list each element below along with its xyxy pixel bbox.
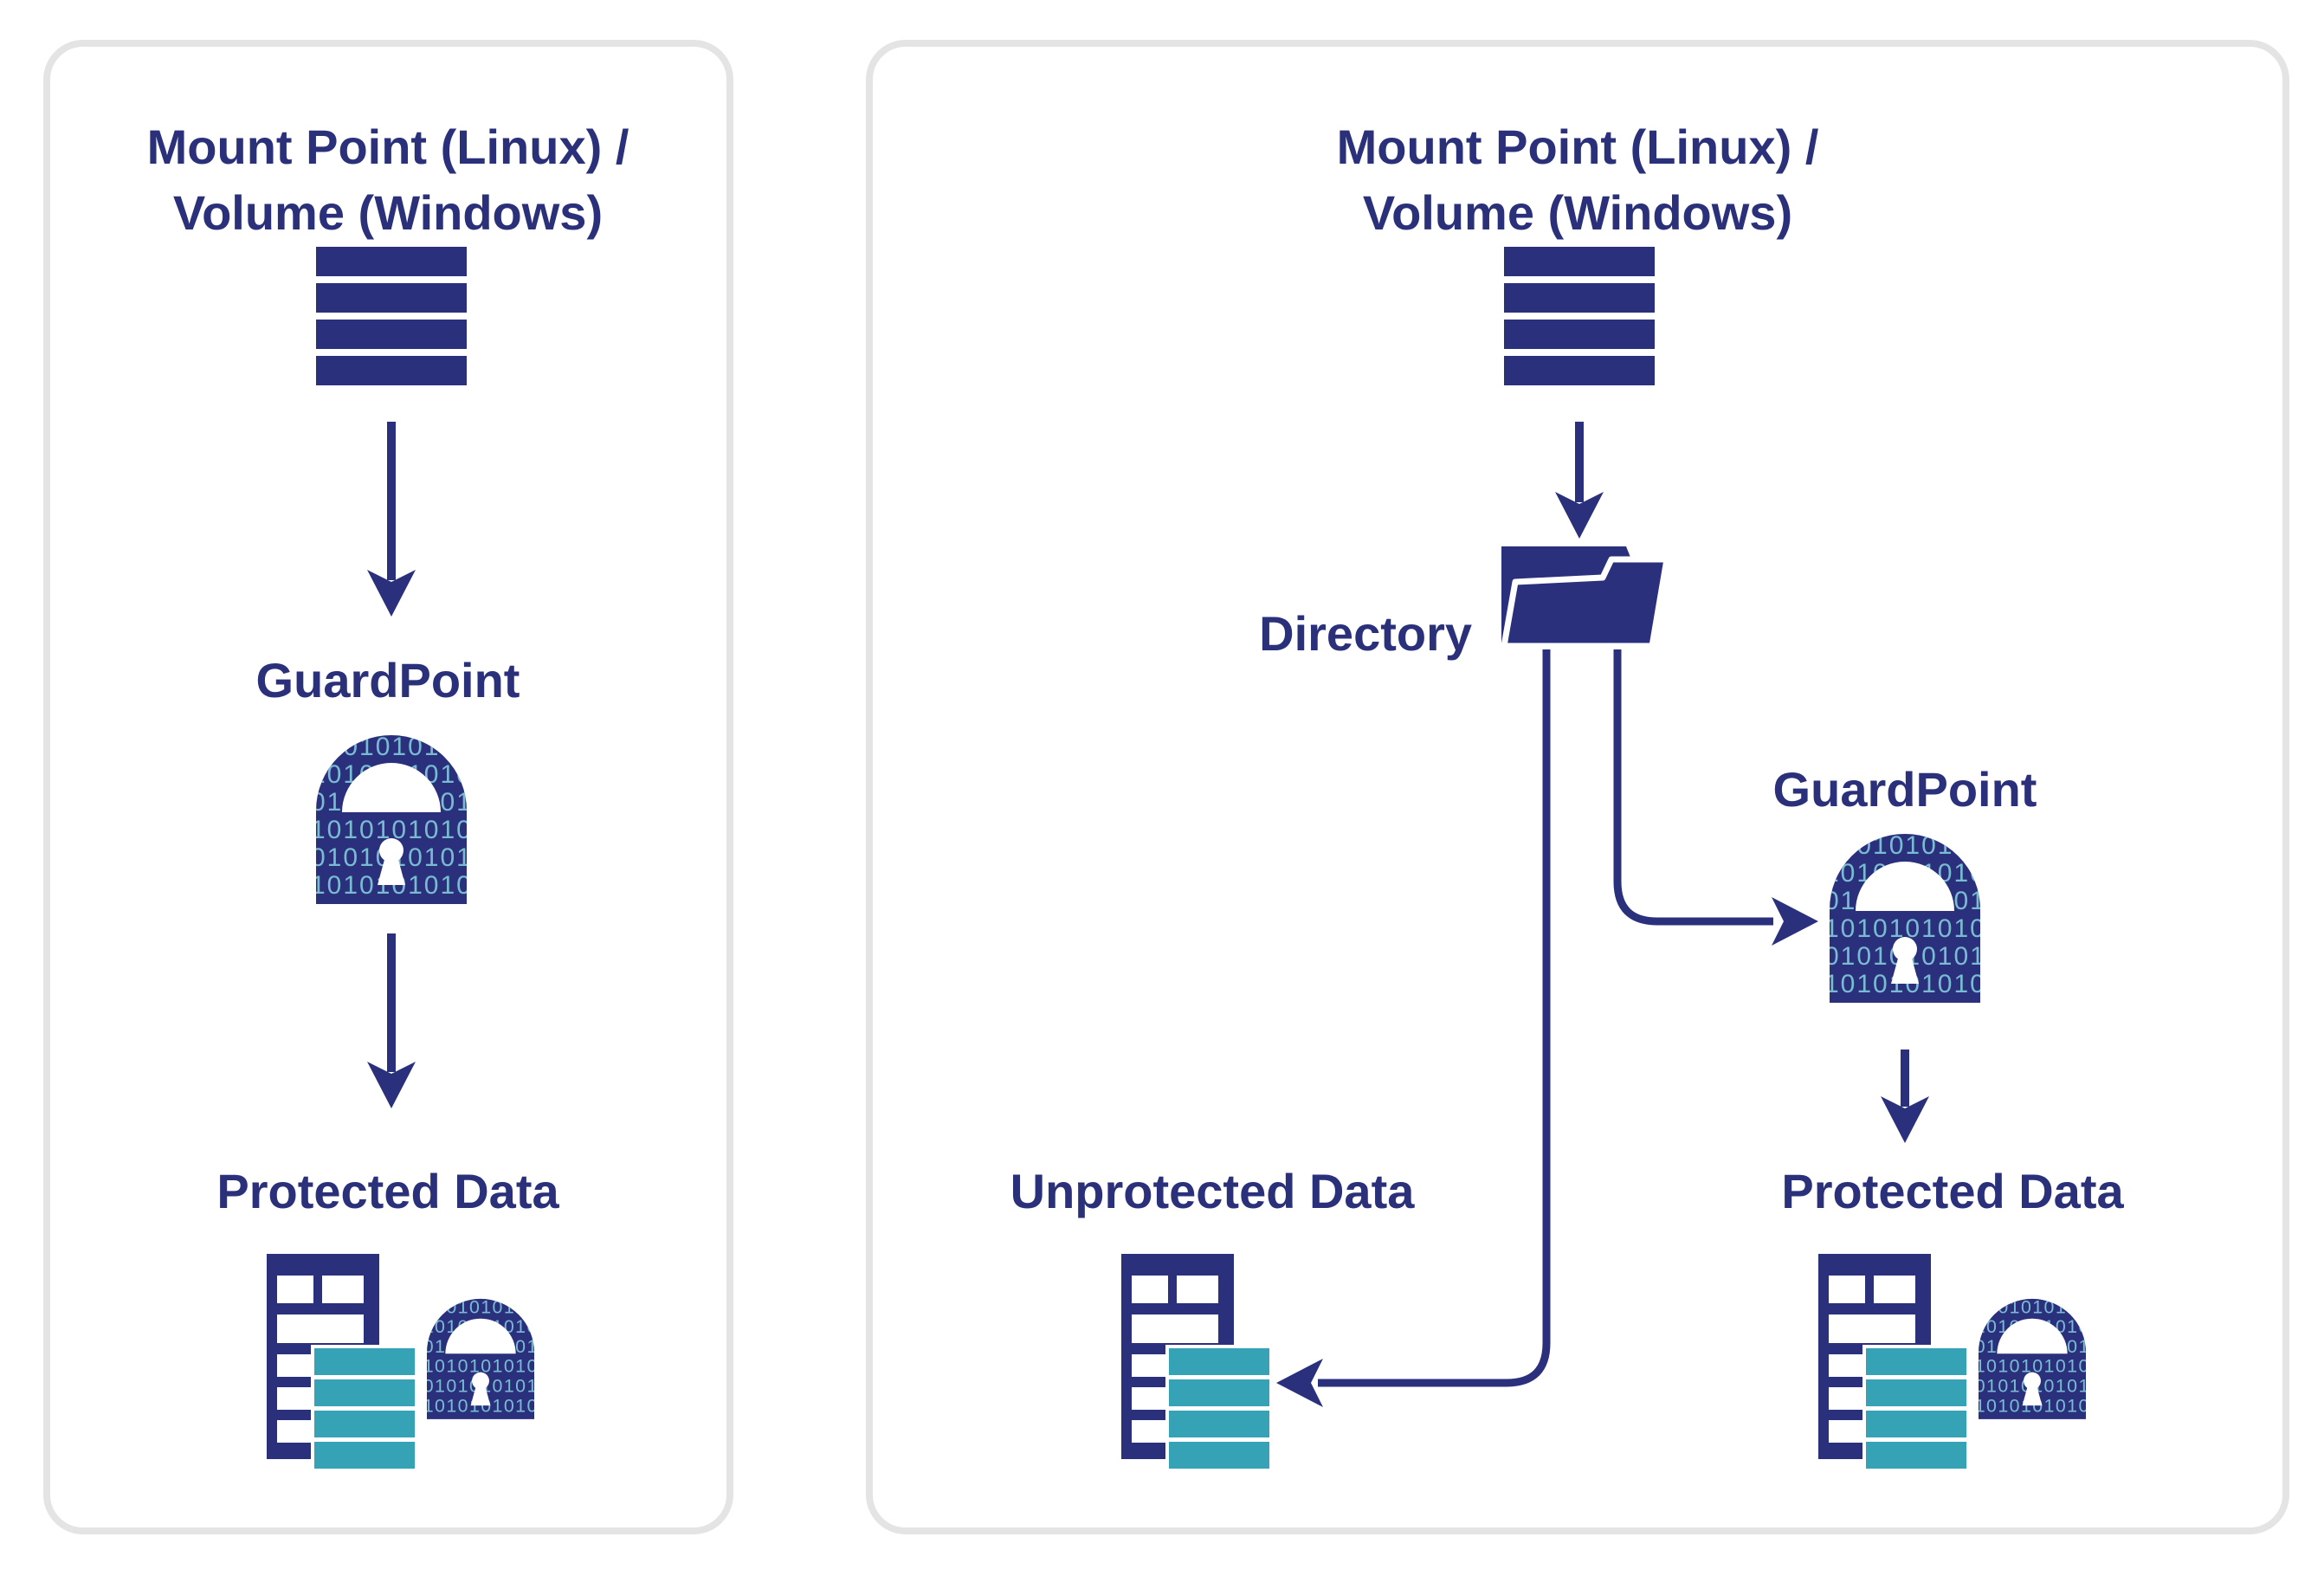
- guardpoint-label: GuardPoint: [1772, 762, 2037, 817]
- directory-folder-icon: [1498, 541, 1671, 652]
- file-cell: [1132, 1314, 1218, 1343]
- left-panel-title: Mount Point (Linux) / Volume (Windows): [147, 114, 629, 246]
- title-line1: Mount Point (Linux) /: [1336, 119, 1819, 174]
- file-cell: [1132, 1276, 1168, 1303]
- disk-bar: [316, 320, 467, 349]
- disk-bar: [1504, 247, 1655, 276]
- protected-data-label: Protected Data: [1781, 1164, 2124, 1218]
- stack-bar: [1169, 1348, 1269, 1375]
- small-lock-icon: [427, 1298, 534, 1419]
- file-cell: [1177, 1276, 1218, 1303]
- directory-label: Directory: [1259, 606, 1472, 661]
- guardpoint-lock-icon: [1830, 833, 1980, 1003]
- disk-bar: [316, 247, 467, 276]
- stack-bar: [314, 1442, 415, 1469]
- data-stack-icon: [311, 1345, 418, 1472]
- title-line2: Volume (Windows): [172, 185, 604, 240]
- stack-bar: [314, 1379, 415, 1406]
- storage-volume-icon: [1504, 247, 1655, 385]
- stack-bar: [314, 1348, 415, 1375]
- stack-bar: [1866, 1442, 1966, 1469]
- title-line2: Volume (Windows): [1362, 185, 1793, 240]
- stack-bar: [1169, 1411, 1269, 1437]
- disk-bar: [1504, 283, 1655, 313]
- file-cell: [1829, 1314, 1915, 1343]
- guardpoint-label: GuardPoint: [255, 653, 520, 707]
- storage-volume-icon: [316, 247, 467, 385]
- stack-bar: [1169, 1442, 1269, 1469]
- small-lock-icon: [1979, 1298, 2086, 1419]
- disk-bar: [316, 356, 467, 385]
- disk-bar: [1504, 320, 1655, 349]
- title-line1: Mount Point (Linux) /: [146, 119, 629, 174]
- stack-bar: [1866, 1379, 1966, 1406]
- data-stack-icon: [1165, 1345, 1273, 1472]
- stack-bar: [314, 1411, 415, 1437]
- file-cell: [1874, 1276, 1915, 1303]
- data-stack-icon: [1862, 1345, 1970, 1472]
- file-cell: [322, 1276, 364, 1303]
- right-panel-title: Mount Point (Linux) / Volume (Windows): [1337, 114, 1819, 246]
- disk-bar: [1504, 356, 1655, 385]
- file-cell: [1829, 1276, 1865, 1303]
- guardpoint-lock-icon: [316, 734, 467, 904]
- stack-bar: [1866, 1348, 1966, 1375]
- disk-bar: [316, 283, 467, 313]
- file-cell: [277, 1276, 313, 1303]
- file-cell: [277, 1314, 364, 1343]
- stack-bar: [1866, 1411, 1966, 1437]
- unprotected-data-label: Unprotected Data: [1010, 1164, 1415, 1218]
- stack-bar: [1169, 1379, 1269, 1406]
- protected-data-label: Protected Data: [216, 1164, 559, 1218]
